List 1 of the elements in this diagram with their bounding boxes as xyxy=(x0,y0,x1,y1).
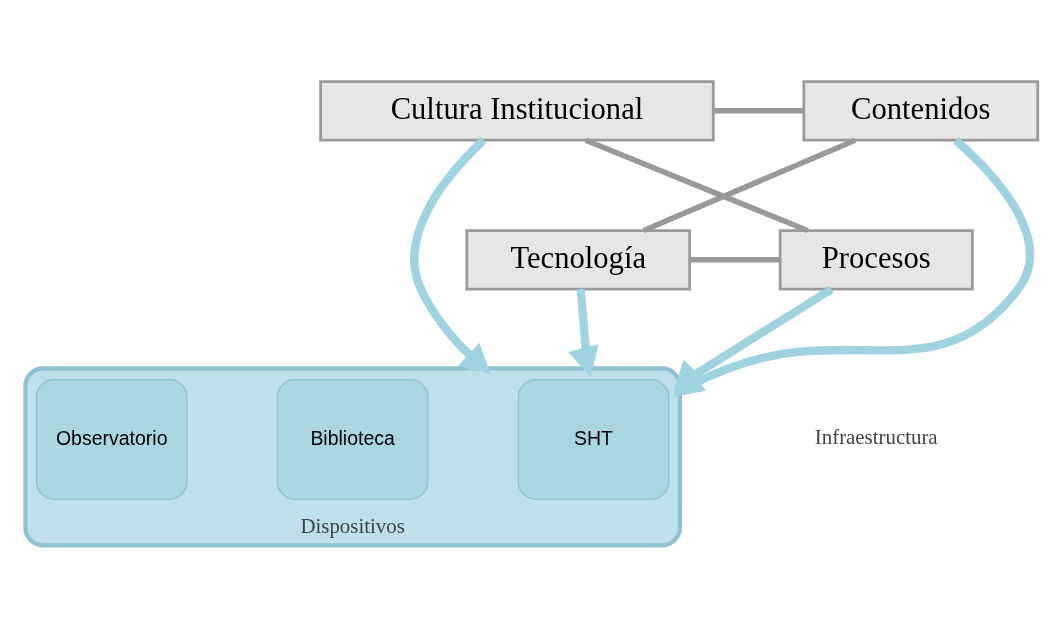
label: Infraestructura xyxy=(814,424,938,449)
